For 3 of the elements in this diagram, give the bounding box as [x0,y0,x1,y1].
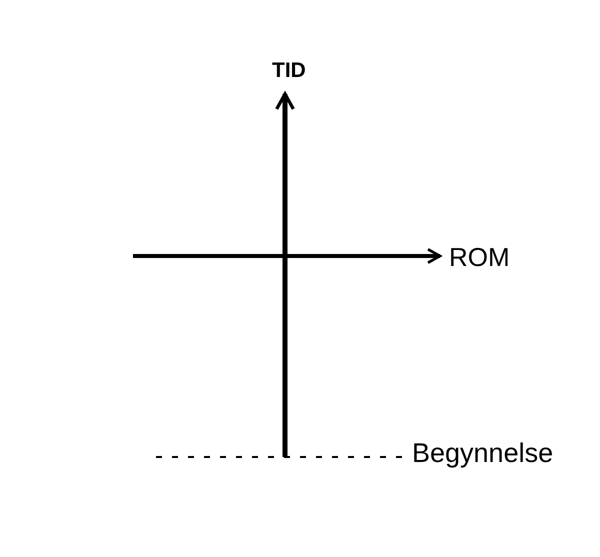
axis-label: ROM [449,244,510,270]
axis-label: TID [272,60,306,81]
baseline-label: Begynnelse [412,440,554,467]
